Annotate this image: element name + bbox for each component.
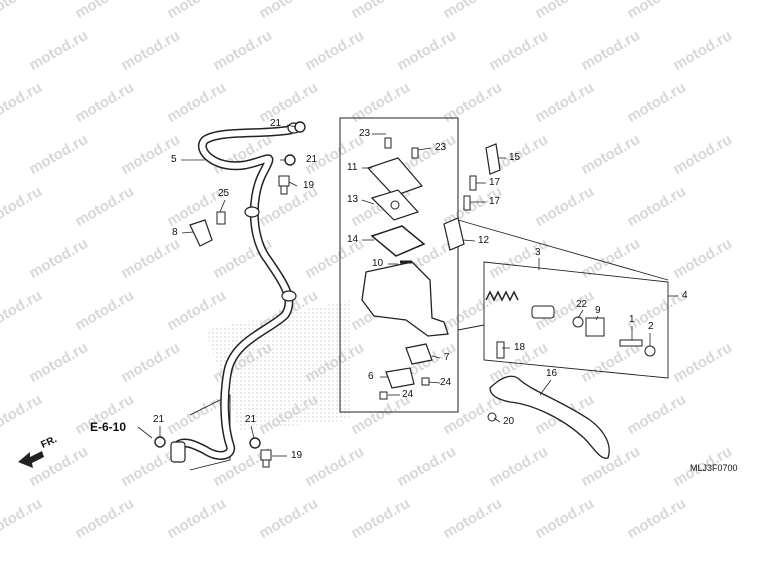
callout-18: 18 <box>514 342 526 353</box>
clutch-lever-16 <box>489 375 610 459</box>
bolt-25 <box>216 211 226 225</box>
callout-24: 24 <box>440 377 452 388</box>
bolt-17-b <box>463 195 471 211</box>
callout-19: 19 <box>291 450 303 461</box>
hose-clip-upper <box>244 206 260 218</box>
bolt-18 <box>496 341 505 359</box>
pivot-pin-1 <box>619 339 643 347</box>
callout-23: 23 <box>435 142 447 153</box>
sealing-washer-21-b <box>284 154 296 166</box>
oil-bolt-19-lower <box>260 449 272 468</box>
reservoir-cap-11 <box>366 157 424 197</box>
callout-21: 21 <box>270 118 282 129</box>
callout-13: 13 <box>347 194 359 205</box>
callout-22: 22 <box>576 299 588 310</box>
callout-9: 9 <box>595 305 601 316</box>
callout-17: 17 <box>489 196 501 207</box>
callout-6: 6 <box>368 371 374 382</box>
callout-16: 16 <box>546 368 558 379</box>
callout-15: 15 <box>509 152 521 163</box>
hose-clamp-8 <box>189 219 213 247</box>
nut-2 <box>644 345 656 357</box>
screw-23-b <box>411 147 419 159</box>
callout-8: 8 <box>172 227 178 238</box>
assembly-outline-2 <box>457 324 485 331</box>
callout-1: 1 <box>629 314 635 325</box>
switch-6 <box>385 367 415 389</box>
hose-lower-fitting <box>170 441 186 463</box>
callout-23: 23 <box>359 128 371 139</box>
spring <box>485 290 519 302</box>
nut-20 <box>487 412 497 422</box>
diaphragm-14 <box>370 225 426 257</box>
sealing-washer-21-a <box>294 121 306 133</box>
holder-upper-15 <box>485 143 501 175</box>
bolt-17-a <box>469 175 477 191</box>
cup-22 <box>572 316 584 328</box>
screw-24-b <box>379 391 388 400</box>
master-cylinder-body <box>361 261 449 337</box>
callout-19: 19 <box>303 180 315 191</box>
figure-code: MLJ3F0700 <box>690 463 738 473</box>
clutch-hose-inner <box>175 127 293 459</box>
screw-24-a <box>421 377 430 386</box>
leader-lines <box>137 124 678 457</box>
sealing-washer-21-c <box>154 436 166 448</box>
callout-20: 20 <box>503 416 515 427</box>
screw-23-a <box>384 137 392 149</box>
piston <box>531 305 555 319</box>
front-arrow <box>18 451 44 468</box>
callout-7: 7 <box>444 352 450 363</box>
dotted-shading <box>205 300 350 430</box>
lever-kit-group-box <box>483 261 669 379</box>
sealing-washer-21-d <box>249 437 261 449</box>
assembly-outline <box>457 219 669 281</box>
callout-14: 14 <box>347 234 359 245</box>
clutch-switch-7 <box>405 343 433 365</box>
reference-label: E-6-10 <box>90 420 127 434</box>
callout-11: 11 <box>347 162 358 173</box>
callout-4: 4 <box>682 290 688 301</box>
holder-12 <box>443 217 465 251</box>
master-cylinder-group-box <box>339 117 459 413</box>
callout-10: 10 <box>372 258 384 269</box>
callout-5: 5 <box>171 154 177 165</box>
callout-17: 17 <box>489 177 501 188</box>
callout-24: 24 <box>402 389 414 400</box>
oil-bolt-19-upper <box>278 175 290 195</box>
callout-3: 3 <box>535 247 541 258</box>
callout-21: 21 <box>306 154 318 165</box>
callout-21: 21 <box>153 414 165 425</box>
callout-25: 25 <box>218 188 230 199</box>
boot-9 <box>585 317 605 337</box>
hose-clip-middle <box>281 290 297 302</box>
callout-2: 2 <box>648 321 654 332</box>
callout-12: 12 <box>478 235 490 246</box>
callout-21: 21 <box>245 414 257 425</box>
